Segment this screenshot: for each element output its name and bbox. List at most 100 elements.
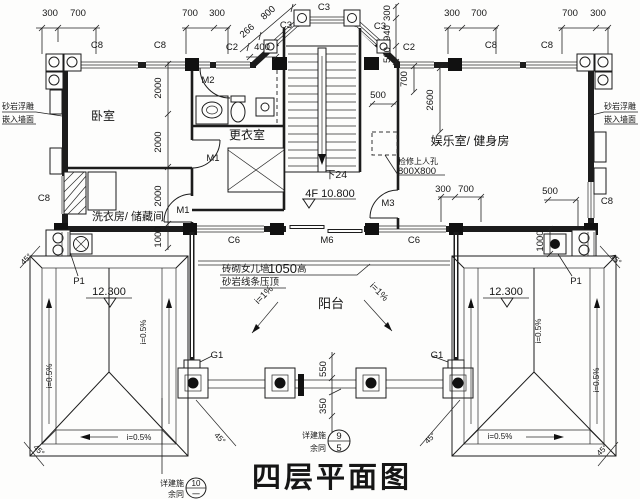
slope-label: i=1% [367,281,390,304]
dim-label: 1000 [535,230,546,251]
dim-label: 2000 [153,131,164,152]
door-arc-m2 [199,67,231,99]
dim-label: 800 [259,4,278,23]
toilet [230,95,246,123]
corner-pilasters [45,9,613,257]
roof-left [19,232,237,467]
pipe-tag-p1: P1 [73,276,85,287]
pilaster-bottom-right [571,229,597,257]
dim-label: 300 [444,8,460,19]
note-parapet-height: 1050 [268,261,297,276]
pilaster-bottom-left [45,229,71,257]
detail-ref-number: 10 [192,479,201,488]
door-arc-m3 [369,189,399,219]
fixtures [63,95,567,255]
gutter-tag-g1: G1 [211,350,224,361]
detail-ref-sheet: 5 [336,443,341,454]
dim-label: 2600 [425,89,436,110]
window-tag-c8: C8 [601,196,613,207]
slope-label: i=0.5% [139,320,148,345]
pipe-tag-p1: P1 [570,276,582,287]
window-tag-c3: C3 [280,20,292,31]
slope-label: i=0.5% [488,432,513,441]
slope-label: i=0.5% [127,433,152,442]
window-tag-c3: C3 [318,2,330,13]
dim-label: 1000 [153,226,164,247]
dim-label: 2000 [153,77,164,98]
note-parapet-unit: 高 [297,263,307,275]
slope-label: i=0.5% [592,368,601,393]
dim-label: 350 [318,398,329,414]
staircase [286,45,358,173]
balcony [177,232,474,399]
dim-label: 700 [562,8,578,19]
closet [227,147,285,193]
window-tag-c2: C2 [403,42,415,53]
dim-label: 500 [542,186,558,197]
floor-drain-right [543,233,567,255]
small-fixture [255,97,275,117]
windows [60,15,596,234]
angle-label: 45° [31,443,46,458]
window-tag-c3: C3 [374,21,386,32]
angle-label: 45° [608,252,623,267]
dim-label: 550 [318,361,329,377]
window-tag-c8: C8 [38,193,50,204]
balcony-column [442,367,474,399]
dim-label: 2000 [153,185,164,206]
room-label-gym: 娱乐室/ 健身房 [431,133,510,148]
balcony-column [177,367,209,399]
dim-label: 940 [382,25,393,41]
dim-label: 300 [209,8,225,19]
detail-ref-text: 详建施 [302,430,326,440]
doors [163,67,399,223]
note-access-hatch: 检修上人孔 [398,156,438,166]
dim-label: 300 [382,5,393,21]
note-relief: 嵌入墙面 [604,114,636,124]
bay-pilasters [263,9,391,54]
dim-label: 700 [471,8,487,19]
window-tag-c8: C8 [541,40,553,51]
dim-label: 300 [435,184,451,195]
balcony-column [355,367,387,399]
note-coping: 砂岩线条压顶 [222,276,280,288]
door-arc-m1-b [163,193,193,223]
angle-label: 45° [19,252,34,267]
slope-label: i=0.5% [534,319,543,344]
dim-label: 700 [70,8,86,19]
dim-label: 700 [182,8,198,19]
roof-level-label: 12.300 [489,286,523,298]
dim-label: 500 [370,90,386,101]
bathroom-sink [195,95,229,125]
stair-direction-arrow [318,154,326,165]
roof-right [419,232,621,467]
door-tag-m2: M2 [201,75,214,86]
dim-label: 700 [458,184,474,195]
window-tag-c8: C8 [154,40,166,51]
door-tag-m6: M6 [320,235,333,246]
detail-ref-number: 9 [336,431,341,442]
railing-post [298,374,304,396]
angle-label: 45° [423,431,438,446]
window-tag-c6: C6 [228,235,240,246]
dim-label: 560 [382,47,393,63]
detail-ref-text: 余同 [310,443,326,453]
room-label-bedroom: 卧室 [91,108,115,123]
window-tag-c8: C8 [485,40,497,51]
window-tag-c8: C8 [91,40,103,51]
detail-ref-text: 余同 [168,489,184,499]
door-tag-m1: M1 [206,153,219,164]
floor-level-label: 4F 10.800 [305,188,355,200]
slope-label: i=0.5% [45,364,54,389]
note-access-size: 800X800 [398,166,436,177]
dim-label: 700 [399,71,410,87]
note-parapet: 砖砌女儿墙 [222,263,270,275]
pilaster-top-right [576,53,613,90]
door-tag-m3: M3 [381,198,394,209]
dim-label: 300 [42,8,58,19]
window-tag-c6: C6 [408,235,420,246]
